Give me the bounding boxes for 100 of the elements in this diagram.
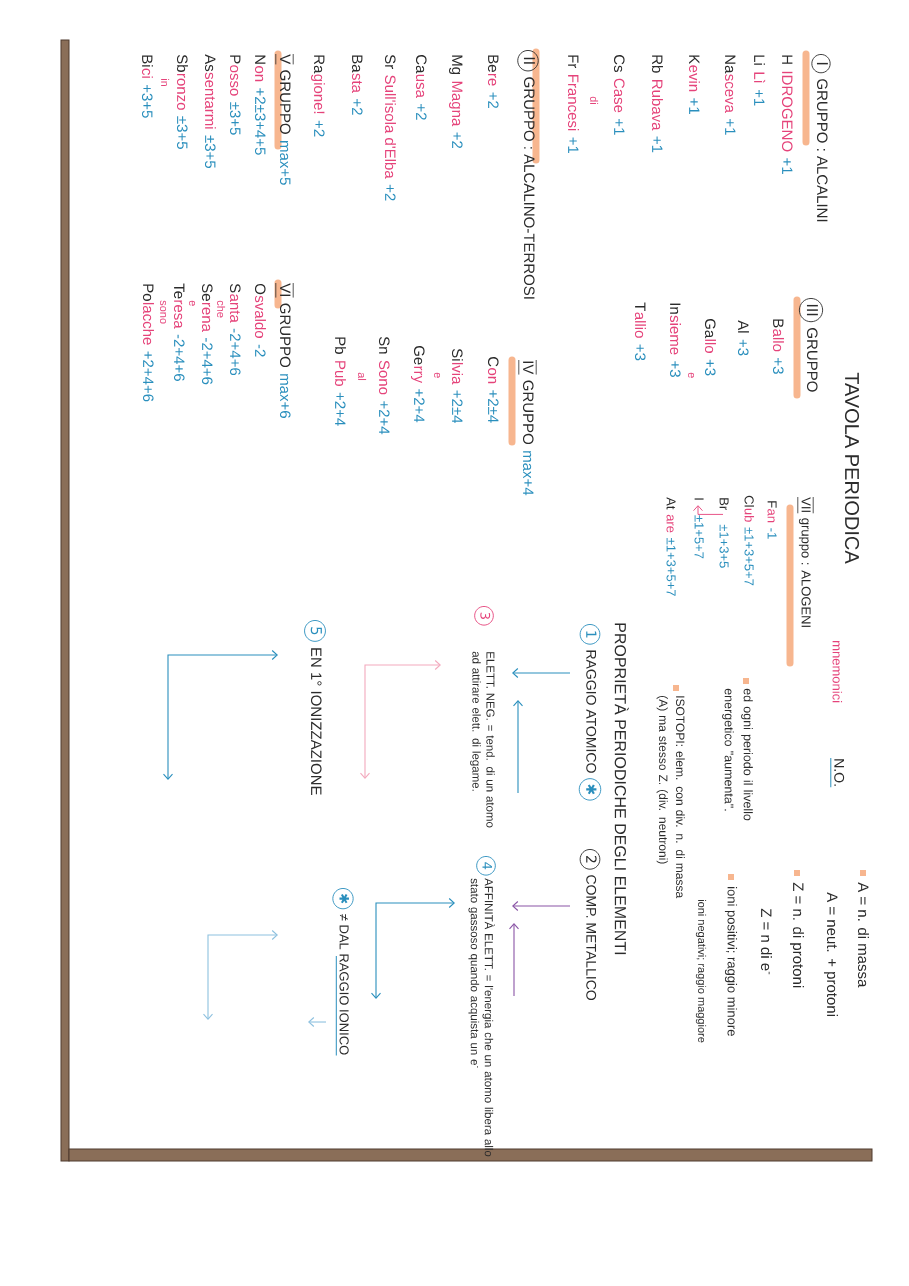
mnemonic-word: allio (634, 312, 646, 338)
oxidation-numbers: +1 (689, 98, 700, 114)
mnemonic-word: usa (415, 74, 425, 98)
roman-numeral: VI (280, 283, 291, 296)
element-symbol: Be (487, 55, 499, 72)
oxidation-numbers: ±3+5 (204, 135, 216, 169)
oxidation-numbers: +2 (452, 132, 463, 149)
oxidation-numbers: -2+4+6 (229, 328, 241, 376)
mnemonic-word: e (434, 372, 441, 378)
oxidation-numbers: max+4 (522, 451, 534, 496)
oxidation-numbers: ±1+5+7 (694, 515, 704, 559)
mnemonic-word: che (217, 300, 226, 318)
oxidation-numbers: max+6 (279, 374, 291, 418)
circled-mark: I (811, 54, 831, 74)
mnemonic-word: osso (229, 65, 239, 96)
mnemonic-word: sieme (669, 315, 681, 355)
element-symbol: At (666, 497, 676, 510)
roman-numeral: V (280, 54, 291, 65)
oxidation-numbers: +2 (352, 99, 363, 115)
property-name: COMP. METALLICO (586, 875, 597, 1001)
element-symbol: Na (724, 55, 736, 74)
oxidation-numbers: +2 (385, 184, 396, 201)
oxidation-numbers: +1 (754, 89, 765, 106)
group-heading: GRUPPO (806, 328, 818, 392)
oxidation-numbers: +2±4 (488, 390, 499, 423)
note-text: A = neut. + protoni (824, 892, 838, 1016)
mnemonic-word: e (189, 300, 196, 306)
element-symbol: T (635, 302, 646, 311)
mnemonic-word: sceva (724, 74, 734, 113)
oxidation-numbers: +2 (314, 120, 325, 137)
element-symbol: Se (201, 283, 213, 301)
element-symbol: P (230, 55, 241, 64)
note-text: ISOTOPI: elem. con div. n. di massa (A) ma stesso Z. (div. neutroni) (656, 695, 685, 899)
element-symbol: O (254, 283, 266, 295)
oxidation-numbers: +1 (568, 137, 579, 154)
oxidation-numbers: +3 (634, 344, 646, 361)
note-text: Z = n di e$^{-}$ (760, 908, 772, 975)
element-symbol: Mg (449, 55, 463, 75)
mnemonic-word: ronzo (176, 73, 186, 110)
element-symbol: K (689, 55, 700, 65)
element-symbol: Bi (142, 55, 153, 67)
element-symbol: In (670, 303, 681, 314)
mnemonic-word: svaldo (254, 295, 266, 338)
mnemonic-word: evin (688, 65, 700, 92)
element-symbol: N (255, 55, 266, 64)
mnemonic-word: Pub (334, 361, 346, 386)
element-symbol: I (694, 498, 704, 500)
note-text: N.O. (834, 759, 845, 786)
note-text: Z = n. di protoni (790, 882, 804, 988)
oxidation-numbers: +2+4+6 (142, 351, 154, 402)
circled-mark: ✱ (578, 778, 602, 801)
element-symbol: Ba (351, 55, 363, 73)
oxidation-numbers: ±1+3+5 (719, 524, 729, 568)
oxidation-numbers: +1 (782, 158, 793, 174)
mnemonic-word: rry (411, 366, 423, 384)
oxidation-numbers: -2+4+6 (173, 334, 185, 381)
note-text: AFFINITÀ ELETT. = l'energia che un atomo libera allo stato gassoso quando acquista un e$^{-}$ (468, 878, 495, 1157)
oxidation-numbers: +2+4 (414, 389, 425, 423)
note-text: ELETT. NEG. = tend. di un atomo ad attirare elett. di legame. (470, 651, 495, 828)
mnemonic-word: on (487, 368, 497, 384)
element-symbol: S (229, 283, 241, 293)
element-symbol: Te (173, 283, 185, 299)
oxidation-numbers: +1 (652, 136, 663, 153)
oxidation-numbers: +2+4 (379, 401, 390, 435)
circled-mark: III (798, 298, 824, 323)
oxidation-numbers: +3 (669, 361, 681, 377)
element-symbol: Sb (176, 54, 188, 72)
note-text: mnemonici (832, 641, 843, 703)
circled-mark: 2 (579, 849, 601, 870)
mnemonic-word: rena (201, 302, 211, 332)
element-symbol: Ca (415, 55, 427, 74)
group-heading: GRUPPO (279, 303, 291, 368)
mnemonic-word: al (358, 372, 367, 381)
oxidation-numbers: +2 (488, 92, 499, 109)
note-text: ≠ DAL RAGGIO IONICO (339, 914, 349, 1055)
mnemonic-word: re (487, 73, 497, 86)
note-text: A = n. di massa (857, 882, 869, 988)
note-text: ioni negativi; raggio maggiore (695, 899, 707, 1043)
group-heading: GRUPPO : ALCALINO-TERROSI (523, 77, 535, 299)
mnemonic-word: IDROGENO (781, 71, 793, 152)
element-symbol: Sr (384, 54, 396, 69)
oxidation-numbers: +1 (725, 119, 736, 135)
roman-numeral: IV (523, 361, 534, 375)
property-name: RAGGIO ATOMICO (586, 650, 597, 773)
group-heading: GRUPPO (279, 70, 291, 134)
element-symbol: Si (451, 348, 463, 361)
mnemonic-word: sono (160, 300, 167, 324)
element-symbol: Al (738, 320, 749, 333)
mnemonic-word: lvia (451, 362, 463, 385)
element-symbol: Li (754, 55, 765, 65)
mnemonic-word: anta (229, 294, 240, 323)
element-symbol: H (782, 55, 793, 64)
oxidation-numbers: +3 (704, 359, 716, 376)
element-symbol: F (767, 501, 777, 508)
element-symbol: Ge (413, 345, 425, 365)
mnemonic-word: Magna (449, 81, 463, 127)
element-symbol: Ra (313, 55, 325, 74)
mnemonic-word: are (666, 514, 674, 533)
oxidation-numbers: +3+5 (141, 84, 153, 118)
mnemonic-word: in (161, 78, 170, 87)
